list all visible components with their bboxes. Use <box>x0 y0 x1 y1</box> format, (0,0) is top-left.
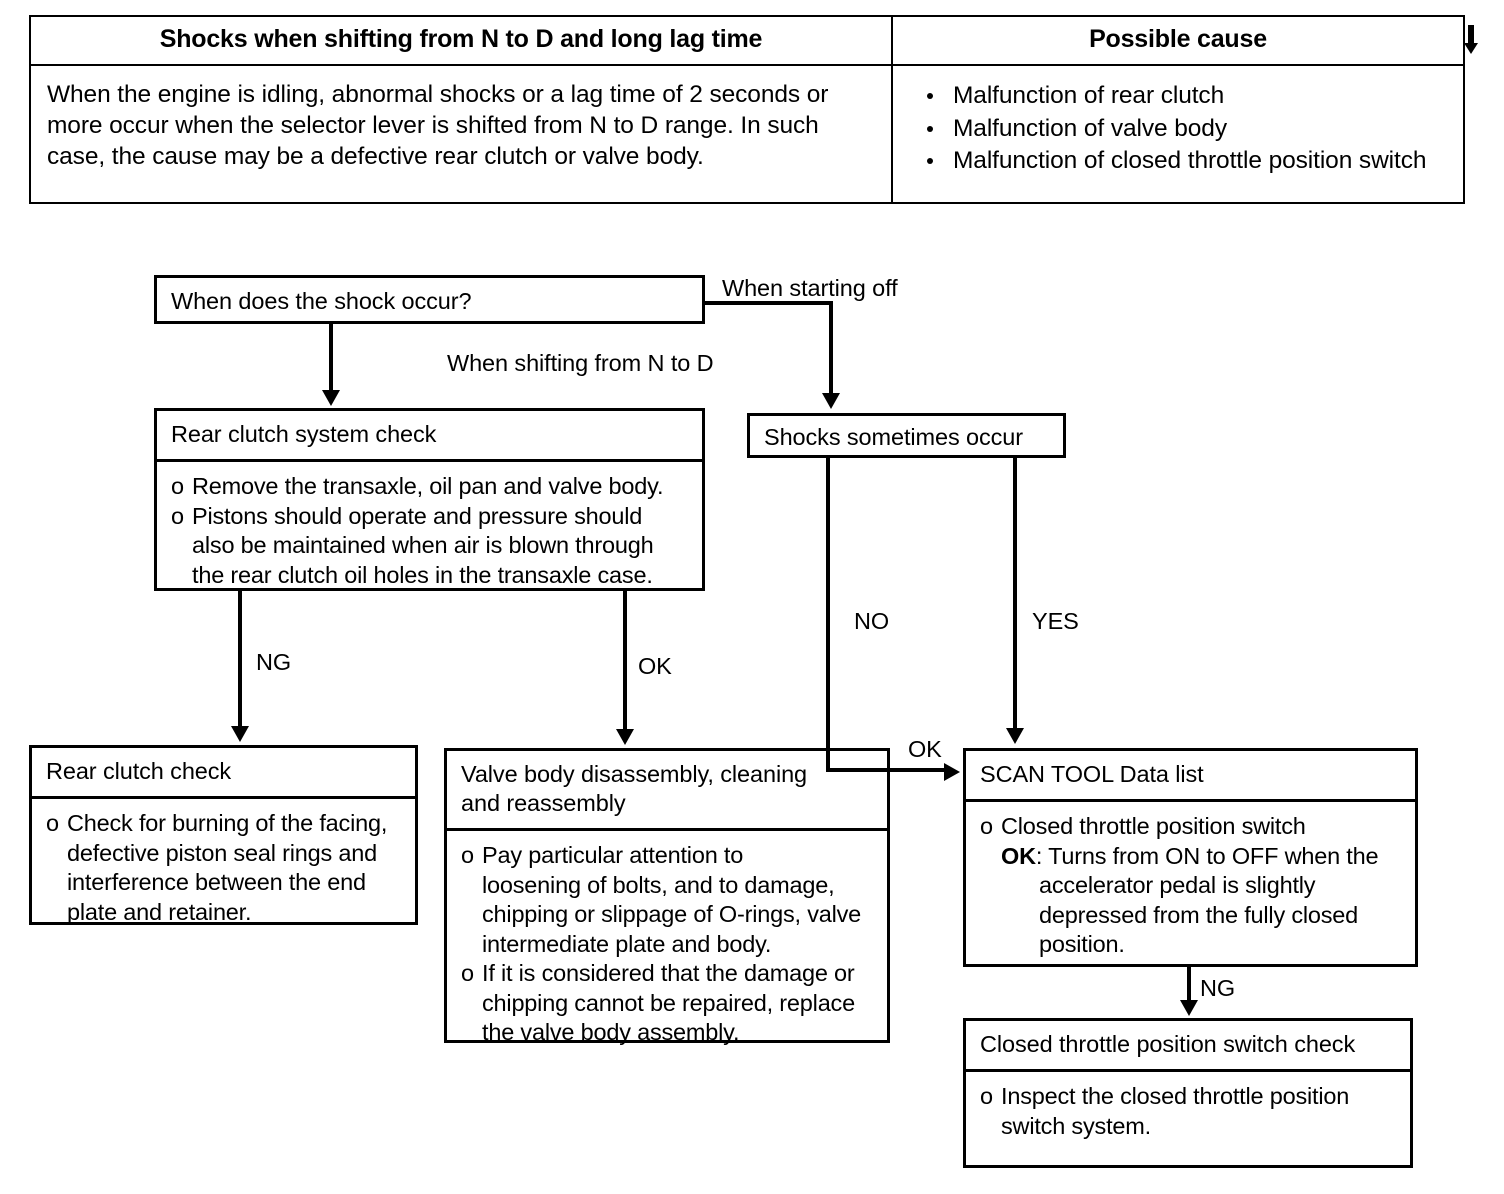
flow-node-body: Inspect the closed throttle position swi… <box>966 1072 1410 1153</box>
flow-node-when-does-shock-occur: When does the shock occur? <box>154 275 705 324</box>
list-item-continuation: interference between the end <box>67 869 366 895</box>
flow-node-shocks-sometimes-occur: Shocks sometimes occur <box>747 413 1066 458</box>
list-item: Malfunction of closed throttle position … <box>923 145 1453 177</box>
list-item: Malfunction of rear clutch <box>923 80 1453 112</box>
edge-label-ok-scan-tool: OK <box>908 736 942 762</box>
table-header-row: Shocks when shifting from N to D and lon… <box>31 17 1463 66</box>
list-item-continuation: chipping or slippage of O-rings, valve <box>482 901 862 927</box>
list-item-continuation: intermediate plate and body. <box>482 930 772 957</box>
list-item-continuation: defective piston seal rings and <box>67 839 377 866</box>
arrowhead-icon <box>616 729 634 745</box>
list-item: Pistons should operate and pressure shou… <box>171 502 692 532</box>
list-item: Check for burning of the facing, <box>46 809 405 839</box>
list-item-ok: OK: Turns from ON to OFF when the <box>980 842 1405 872</box>
arrowhead-icon <box>1180 1000 1198 1016</box>
list-item-continuation: also be maintained when air is blown thr… <box>192 532 654 558</box>
edge-start-to-shocks-vertical <box>829 301 833 396</box>
flow-node-closed-throttle-switch-check: Closed throttle position switch check In… <box>963 1018 1413 1168</box>
flow-node-title: Rear clutch check <box>32 748 415 799</box>
table-header-right-cell: Possible cause <box>893 17 1463 64</box>
arrowhead-icon <box>231 726 249 742</box>
symptom-cause-table: Shocks when shifting from N to D and lon… <box>29 15 1465 204</box>
table-description-cell: When the engine is idling, abnormal shoc… <box>31 66 893 202</box>
list-item: Inspect the closed throttle position <box>980 1082 1400 1112</box>
list-item-continuation: the valve body assembly. <box>482 1019 740 1045</box>
symptom-description-text: When the engine is idling, abnormal shoc… <box>47 81 829 170</box>
edge-valve-body-to-scan-tool <box>888 768 948 772</box>
flow-node-body: Closed throttle position switch OK: Turn… <box>966 802 1415 972</box>
list-item: If it is considered that the damage or <box>461 959 877 989</box>
list-item: Pay particular attention to <box>461 841 877 871</box>
list-item-continuation: position. <box>1039 931 1125 957</box>
list-item: Remove the transaxle, oil pan and valve … <box>171 472 692 502</box>
list-item-continuation: plate and retainer. <box>67 898 252 925</box>
flow-node-scan-tool-data-list: SCAN TOOL Data list Closed throttle posi… <box>963 748 1418 967</box>
list-item-continuation: chipping cannot be repaired, replace <box>482 989 855 1016</box>
edge-ng-rear-clutch <box>238 591 242 728</box>
flow-node-title: Rear clutch system check <box>157 411 702 462</box>
possible-cause-header-label: Possible cause <box>1089 25 1267 53</box>
edge-start-to-shocks-horizontal <box>703 301 833 305</box>
list-item: Malfunction of valve body <box>923 113 1453 145</box>
list-item-continuation: depressed from the fully closed <box>1039 901 1359 928</box>
edge-no-branch-horizontal <box>826 768 948 772</box>
flow-node-title: Shocks sometimes occur <box>764 424 1023 450</box>
edge-no-branch-vertical <box>826 458 830 770</box>
flow-node-title: SCAN TOOL Data list <box>966 751 1415 802</box>
arrowhead-icon <box>944 763 960 781</box>
edge-label-yes: YES <box>1032 608 1079 634</box>
flow-node-body: Remove the transaxle, oil pan and valve … <box>157 462 702 602</box>
table-header-left-cell: Shocks when shifting from N to D and lon… <box>31 17 893 64</box>
ok-label: OK <box>1001 842 1036 869</box>
possible-cause-list: Malfunction of rear clutch Malfunction o… <box>893 66 1463 202</box>
edge-label-no: NO <box>854 608 890 634</box>
list-item-continuation: switch system. <box>1001 1112 1151 1139</box>
edge-ng-cts <box>1187 967 1191 1002</box>
edge-start-to-rear-clutch <box>329 324 333 392</box>
flow-node-title: When does the shock occur? <box>171 288 472 314</box>
symptom-header-label: Shocks when shifting from N to D and lon… <box>159 25 763 53</box>
flow-node-title: Closed throttle position switch check <box>966 1021 1410 1072</box>
flow-node-rear-clutch-check: Rear clutch check Check for burning of t… <box>29 745 418 925</box>
table-causes-cell: Malfunction of rear clutch Malfunction o… <box>893 66 1463 202</box>
arrowhead-icon <box>1006 728 1024 744</box>
flow-node-valve-body-disassembly: Valve body disassembly, cleaning and rea… <box>444 748 890 1045</box>
list-item-continuation: the rear clutch oil holes in the transax… <box>192 561 653 588</box>
edge-label-when-shifting: When shifting from N to D <box>447 350 714 376</box>
arrowhead-icon <box>322 390 340 406</box>
flow-node-title: Valve body disassembly, cleaning and rea… <box>447 751 887 831</box>
list-item-continuation: loosening of bolts, and to damage, <box>482 871 835 898</box>
list-item: Closed throttle position switch <box>980 812 1405 842</box>
table-body-row: When the engine is idling, abnormal shoc… <box>31 66 1463 202</box>
edge-label-ng-cts: NG <box>1200 975 1236 1001</box>
edge-ok-valve-body <box>623 591 627 731</box>
edge-label-when-starting-off: When starting off <box>722 275 898 301</box>
page-edge-marker-icon <box>1464 25 1478 54</box>
arrowhead-icon <box>822 393 840 409</box>
flow-node-title-line2: and reassembly <box>461 790 626 816</box>
edge-label-ok: OK <box>638 653 672 679</box>
flow-node-title-line1: Valve body disassembly, cleaning <box>461 761 808 787</box>
flow-node-body: Pay particular attention to loosening of… <box>447 831 887 1060</box>
edge-yes-branch <box>1013 458 1017 730</box>
edge-label-ng: NG <box>256 649 292 675</box>
flow-node-body: Check for burning of the facing, defecti… <box>32 799 415 939</box>
ok-text-line1: : Turns from ON to OFF when the <box>1035 842 1379 869</box>
list-item-continuation: accelerator pedal is slightly <box>1039 872 1316 898</box>
flow-node-rear-clutch-system-check: Rear clutch system check Remove the tran… <box>154 408 705 591</box>
